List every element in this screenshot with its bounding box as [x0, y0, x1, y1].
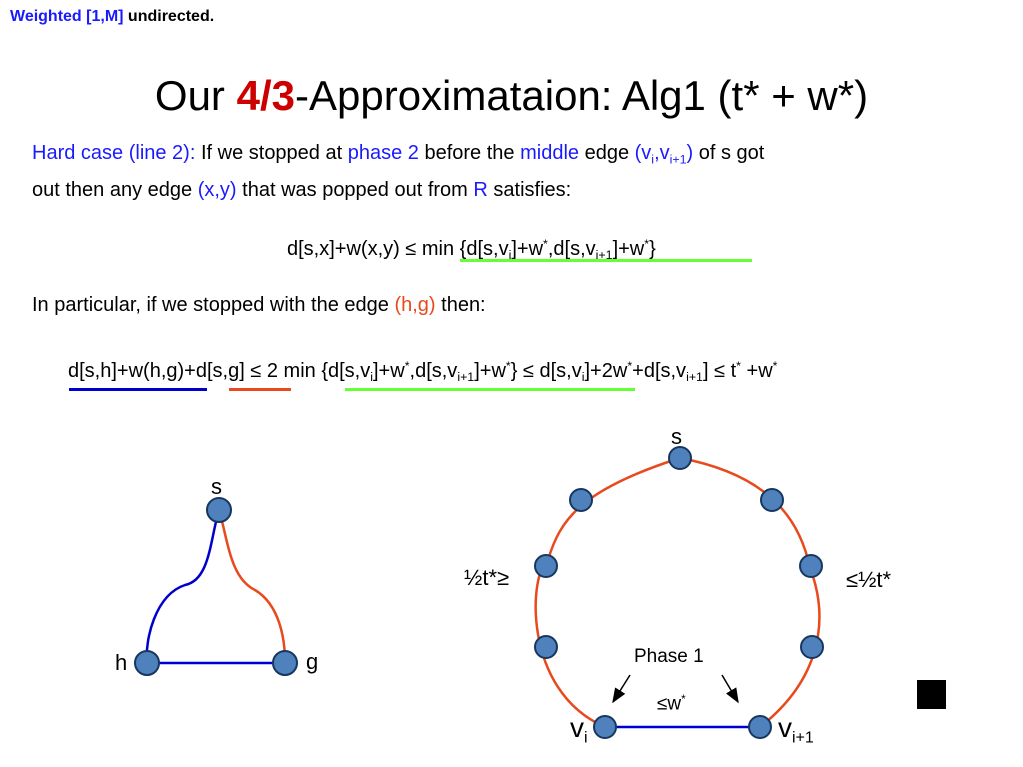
cycle-node — [569, 488, 593, 512]
para1-text: of s got — [693, 142, 765, 164]
cycle-node — [800, 635, 824, 659]
phase2-term: phase 2 — [347, 142, 419, 164]
cycle-node-s — [668, 446, 692, 470]
title-highlight: 4/3 — [236, 72, 295, 119]
cycle-label-right: ≤½t* — [846, 567, 892, 592]
title-prefix: Our — [154, 72, 237, 119]
arrow-right — [721, 674, 739, 704]
node-g — [272, 650, 298, 676]
para1-text: that was popped out from — [236, 179, 474, 202]
middle-term: middle — [520, 142, 580, 164]
label-h: h — [115, 650, 128, 675]
tagline-weighted: Weighted [1,M] — [10, 8, 124, 25]
equation-1: d[s,x]+w(x,y) ≤ min {d[s,vi]+w*,d[s,vi+1… — [287, 237, 656, 263]
edge-xy-term: (x,y) — [197, 179, 237, 202]
path-s-g-orange — [217, 509, 287, 663]
paragraph-in-particular: In particular, if we stopped with the ed… — [32, 294, 486, 316]
slide-title: Our 4/3-Approximataion: Alg1 (t* + w*) — [0, 72, 1023, 120]
cycle-label-left: ½t*≥ — [464, 565, 510, 590]
para1-text: out then any edge — [32, 179, 198, 202]
equation-2: d[s,h]+w(h,g)+d[s,g] ≤ 2 min {d[s,vi]+w*… — [68, 359, 778, 385]
edge-vi-term: (vi,vi+1) — [634, 142, 694, 167]
w-star-label: ≤w* — [657, 693, 686, 715]
cycle-node — [534, 635, 558, 659]
node-h — [134, 650, 160, 676]
label-g: g — [306, 649, 319, 674]
edge-hg-term: (h,g) — [394, 294, 436, 316]
equation-1-green-underline — [460, 259, 752, 262]
path-s-h-blue — [145, 509, 221, 663]
cycle-node-vi1 — [748, 715, 772, 739]
equation-2-green-underline — [345, 388, 635, 391]
equation-2-orange-underline — [229, 388, 291, 391]
para1-text: satisfies: — [487, 179, 572, 202]
para1-text: If we stopped at — [195, 142, 348, 164]
slide-tagline: Weighted [1,M] undirected. — [10, 8, 214, 26]
phase-1-label: Phase 1 — [634, 646, 704, 667]
para1-text: edge — [579, 142, 635, 164]
paragraph-hard-case: Hard case (line 2): If we stopped at pha… — [32, 138, 764, 206]
arrow-left — [612, 674, 631, 704]
equation-2-blue-underline — [69, 388, 207, 391]
label-vi: vi — [570, 712, 588, 747]
node-s — [206, 497, 232, 523]
set-r-term: R — [473, 179, 488, 202]
hard-case-label: Hard case (line 2): — [32, 142, 196, 164]
cycle-node — [799, 554, 823, 578]
title-suffix: -Approximataion: Alg1 (t* + w*) — [294, 72, 869, 119]
label-s: s — [211, 474, 222, 499]
cycle-node-vi — [593, 715, 617, 739]
para1-text: before the — [418, 142, 521, 164]
cycle-node — [760, 488, 784, 512]
tagline-undirected: undirected. — [123, 8, 215, 25]
cycle-node — [534, 554, 558, 578]
cycle-label-s: s — [671, 424, 682, 449]
label-vi1: vi+1 — [778, 712, 814, 747]
qed-square — [917, 680, 946, 709]
